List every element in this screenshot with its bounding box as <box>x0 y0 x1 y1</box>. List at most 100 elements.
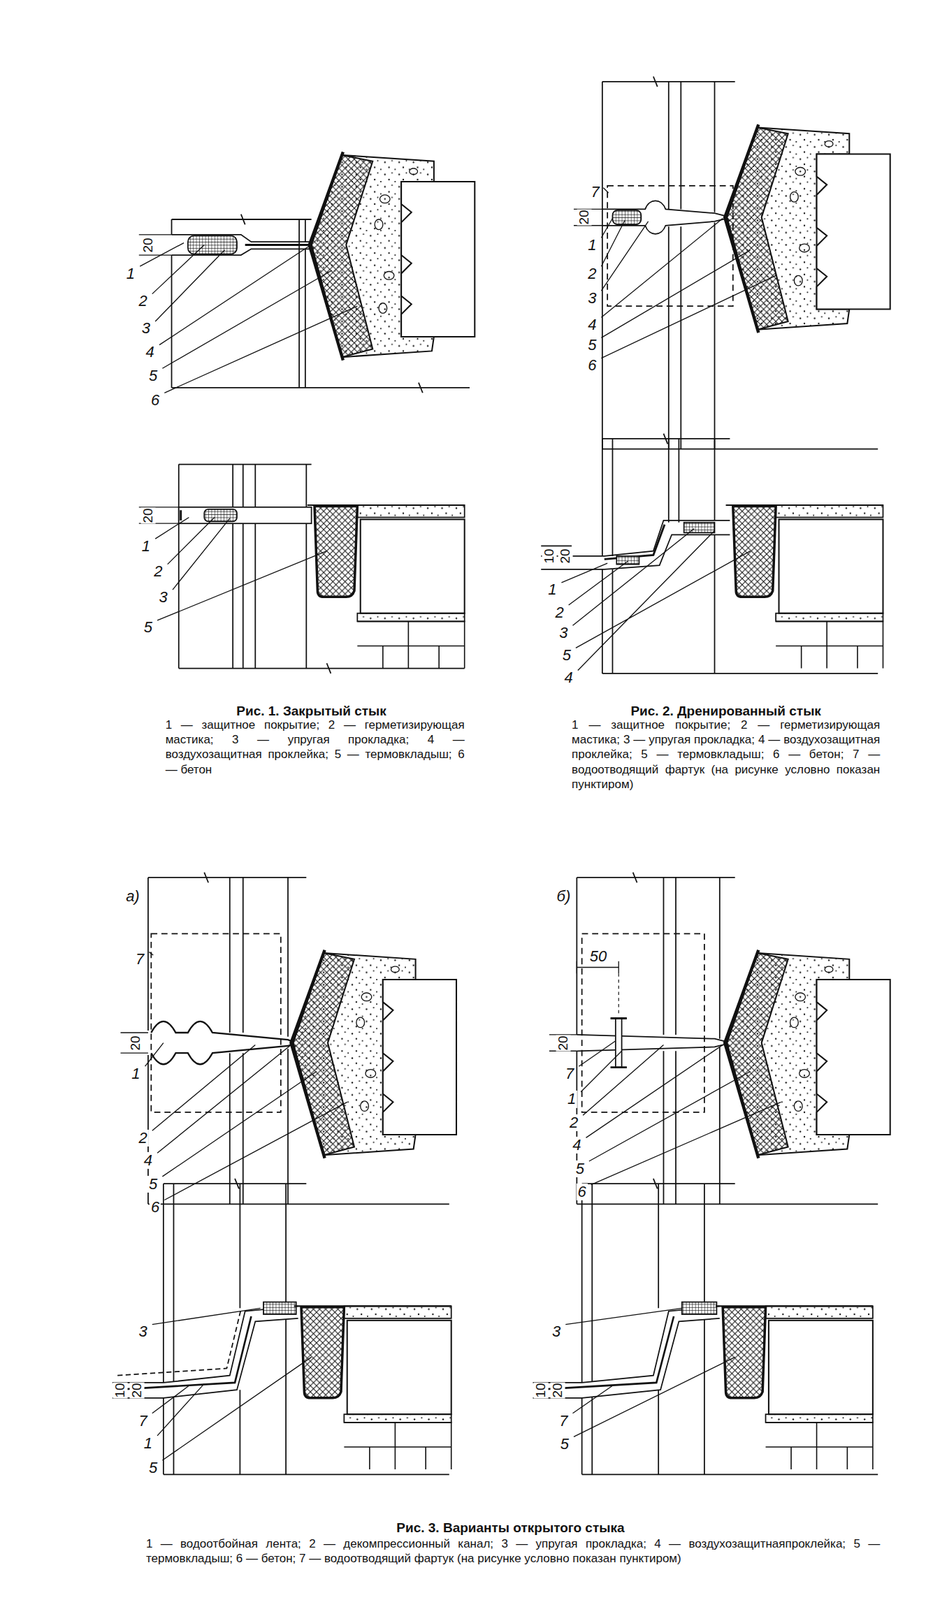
panel-outline <box>178 464 465 674</box>
joint-line <box>112 1306 299 1398</box>
figure-3a-top <box>120 872 457 1205</box>
dimension: 10 <box>541 548 557 565</box>
figure-2-top <box>573 76 891 450</box>
callout-number: 1 <box>142 1435 154 1453</box>
water-tape <box>534 1316 674 1391</box>
callout-number: 4 <box>142 1152 154 1170</box>
figure-3a-bottom <box>112 1178 452 1476</box>
callout-number: 3 <box>136 1323 149 1341</box>
dimension: 10 <box>113 1382 128 1399</box>
callout-number: 6 <box>149 392 161 409</box>
coating <box>179 510 182 521</box>
thermal-insert <box>294 1306 452 1470</box>
callout-number: 4 <box>570 1137 583 1154</box>
joint-line <box>540 520 730 570</box>
caption-legend: 1 — защитное покрытие; 2 — герметизирующ… <box>165 717 465 778</box>
callout-number: 5 <box>147 367 159 385</box>
callout-number: 1 <box>125 264 137 282</box>
figure-1-bottom <box>139 464 465 674</box>
callout-number: 2 <box>136 1130 149 1147</box>
callout-number: 5 <box>561 647 573 664</box>
callout-number: 3 <box>157 589 170 606</box>
dimension: 20 <box>550 1382 565 1399</box>
callout-number: 7 <box>136 1412 149 1430</box>
callout-number: 5 <box>574 1160 586 1178</box>
callout-number: 2 <box>568 1114 580 1132</box>
apron-dashed <box>582 933 705 1113</box>
callout-number: б) <box>555 888 573 906</box>
callout-number: 50 <box>588 948 609 966</box>
callout-number: 4 <box>563 669 575 687</box>
callout-number: 6 <box>149 1199 161 1217</box>
thermal-insert <box>726 505 884 669</box>
callout-number: 6 <box>586 357 598 374</box>
callout-number: 5 <box>559 1436 571 1453</box>
extension-line <box>618 973 620 1017</box>
callout-number: 7 <box>557 1412 569 1430</box>
figure-caption: Рис. 2. Дренированный стык <box>630 704 821 720</box>
callout-number: 4 <box>586 315 598 333</box>
dimension: 20 <box>140 236 156 253</box>
air-tape <box>245 243 311 247</box>
coating <box>604 524 665 560</box>
gasket <box>263 1302 297 1316</box>
dimension: 20 <box>128 1035 144 1052</box>
dimension: 20 <box>140 507 156 524</box>
dimension: 10 <box>533 1382 549 1399</box>
figure-caption: Рис. 1. Закрытый стык <box>236 704 387 720</box>
caption-legend: 1 — защитное покрытие; 2 — герметизирующ… <box>571 717 880 792</box>
callout-number: 2 <box>553 603 565 621</box>
callout-number: 1 <box>129 1065 142 1083</box>
joint-line <box>171 234 312 256</box>
caption-legend: 1 — водоотбойная лента; 2 — декомпрессио… <box>146 1536 880 1567</box>
gasket <box>682 1302 718 1316</box>
callout-number: 7 <box>134 951 146 968</box>
figure-1-top <box>139 152 475 394</box>
sealant <box>187 235 237 254</box>
callout-number: 1 <box>140 537 152 555</box>
joint-line <box>533 1306 720 1398</box>
callout-number: 5 <box>142 619 154 636</box>
sealant <box>204 509 237 523</box>
thermal-insert <box>724 124 891 333</box>
dimension-line <box>139 507 179 524</box>
callout-number: 2 <box>136 292 149 310</box>
dimension: 20 <box>129 1382 144 1399</box>
callout-number: 7 <box>589 183 602 201</box>
callout-number: а) <box>124 888 142 906</box>
callout-number: 1 <box>586 236 598 254</box>
figure-2-bottom <box>540 433 883 674</box>
apron-dashed <box>150 933 281 1113</box>
thermal-insert <box>724 950 891 1159</box>
dimension-line <box>573 208 603 226</box>
callout-number: 3 <box>586 289 598 307</box>
thermal-insert <box>715 1306 873 1470</box>
sealant <box>616 556 639 565</box>
dimension: 20 <box>558 548 574 565</box>
gasket <box>684 522 715 534</box>
apron-dashed <box>117 1309 242 1377</box>
dimension: 20 <box>556 1035 571 1052</box>
callout-number: 5 <box>147 1459 159 1477</box>
panel-outline <box>582 1178 879 1476</box>
apron-dashed <box>607 185 734 307</box>
callout-number: 6 <box>576 1183 588 1201</box>
callout-number: 5 <box>586 336 598 354</box>
callout-number: 4 <box>144 343 156 361</box>
joint-gap <box>178 507 312 524</box>
callout-number: 2 <box>152 563 164 581</box>
leader-lines <box>139 187 781 1461</box>
figure-3b-top <box>549 872 891 1205</box>
water-tape <box>615 1018 622 1068</box>
thermal-insert <box>307 505 465 669</box>
callout-number: 3 <box>550 1323 562 1341</box>
dimension-line <box>549 1035 577 1052</box>
callout-number: 3 <box>557 624 569 642</box>
callout-number: 2 <box>586 264 598 282</box>
dimension: 20 <box>576 209 592 226</box>
callout-number: 5 <box>147 1176 159 1193</box>
callout-number: 1 <box>566 1090 578 1108</box>
